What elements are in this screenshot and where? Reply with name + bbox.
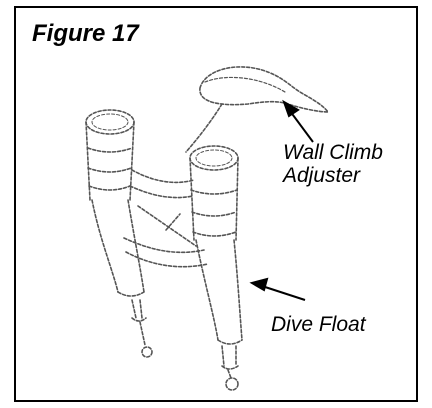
- wall-climb-adjuster-shape: [200, 67, 328, 112]
- wall-climb-arrow: [284, 102, 313, 142]
- left-float: [86, 110, 152, 357]
- wall-climb-adjuster-label: Wall Climb Adjuster: [283, 142, 383, 187]
- dive-float: [190, 146, 242, 390]
- dive-float-arrow: [252, 279, 305, 300]
- wall-climb-label-line1: Wall Climb: [283, 141, 383, 164]
- dive-float-label: Dive Float: [271, 314, 366, 337]
- adjuster-hose: [186, 104, 222, 152]
- wall-climb-label-line2: Adjuster: [283, 164, 360, 187]
